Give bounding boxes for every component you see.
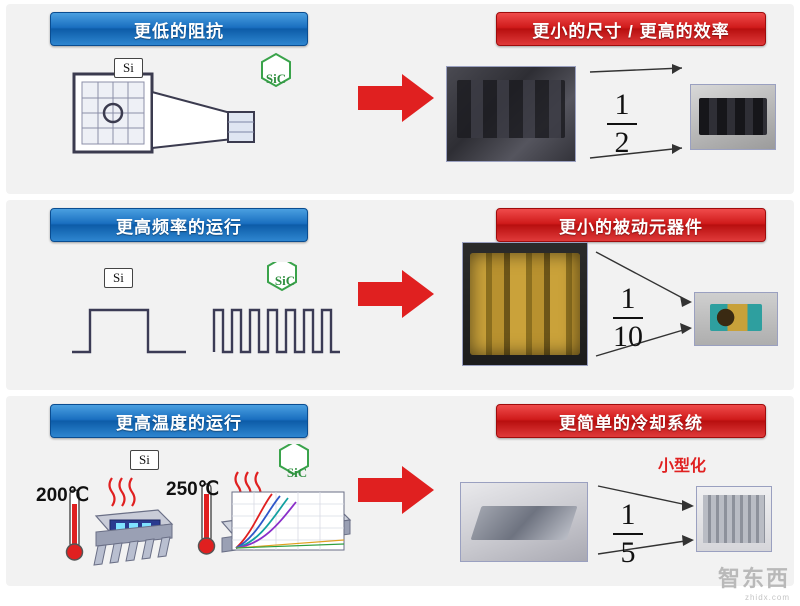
sic-chip-label-row2: SiC — [274, 273, 296, 288]
ratio-fraction-row3: 1 5 — [610, 500, 646, 568]
watermark-text: 智东西 — [717, 566, 790, 591]
watermark: 智东西 zhidx.com — [718, 561, 790, 602]
ratio-fraction-row1: 1 2 — [604, 90, 640, 158]
resistance-diagram — [72, 52, 291, 154]
temperature-diagram — [65, 444, 352, 566]
banner-smaller-passive-components: 更小的被动元器件 — [496, 208, 766, 242]
banner-higher-frequency: 更高频率的运行 — [50, 208, 308, 242]
ratio-numerator-row1: 1 — [614, 88, 630, 121]
row-higher-temperature: 更高温度的运行 更简单的冷却系统 — [6, 396, 794, 586]
banner-higher-temperature: 更高温度的运行 — [50, 404, 308, 438]
sic-chip-label-row3: SiC — [286, 465, 308, 480]
ratio-denominator-row1: 2 — [614, 126, 630, 159]
red-arrow-icon-row3 — [358, 466, 434, 514]
ratio-numerator-row3: 1 — [620, 498, 636, 531]
ratio-bar-row3 — [613, 533, 643, 535]
ratio-fraction-row2: 1 10 — [608, 284, 648, 352]
large-transformer-photo — [462, 242, 588, 366]
watermark-sub: zhidx.com — [744, 593, 790, 602]
large-power-module-photo — [446, 66, 576, 162]
ratio-bar-row1 — [607, 123, 637, 125]
row-lower-resistance: 更低的阻抗 更小的尺寸 / 更高的效率 — [6, 4, 794, 194]
row-higher-frequency: 更高频率的运行 更小的被动元器件 Si SiC 1 10 — [6, 200, 794, 390]
temperature-label-sic: 250℃ — [166, 479, 220, 500]
finned-heatsink-photo — [696, 486, 772, 552]
small-inductor-photo — [694, 292, 778, 346]
ratio-lines-row3 — [597, 485, 694, 555]
ratio-lines-row1 — [589, 64, 683, 159]
banner-simpler-cooling-system: 更简单的冷却系统 — [496, 404, 766, 438]
red-arrow-icon-row2 — [358, 270, 434, 318]
liquid-cooling-plate-photo — [460, 482, 588, 562]
sic-chip-label-row1: SiC — [265, 71, 287, 86]
red-arrow-icon-row1 — [358, 74, 434, 122]
miniaturization-note: 小型化 — [658, 458, 707, 475]
si-chip-label-row2: Si — [104, 268, 133, 288]
ratio-numerator-row2: 1 — [620, 282, 636, 315]
small-power-module-photo — [690, 84, 776, 150]
frequency-waveform-diagram — [72, 262, 340, 354]
ratio-denominator-row3: 5 — [620, 536, 636, 569]
banner-lower-resistance: 更低的阻抗 — [50, 12, 308, 46]
ratio-denominator-row2: 10 — [613, 320, 643, 353]
temperature-label-si: 200℃ — [36, 485, 90, 506]
si-chip-label-row1: Si — [114, 58, 143, 78]
ratio-lines-row2 — [595, 251, 692, 357]
ratio-bar-row2 — [613, 317, 643, 319]
banner-smaller-size-higher-efficiency: 更小的尺寸 / 更高的效率 — [496, 12, 766, 46]
si-chip-label-row3: Si — [130, 450, 159, 470]
